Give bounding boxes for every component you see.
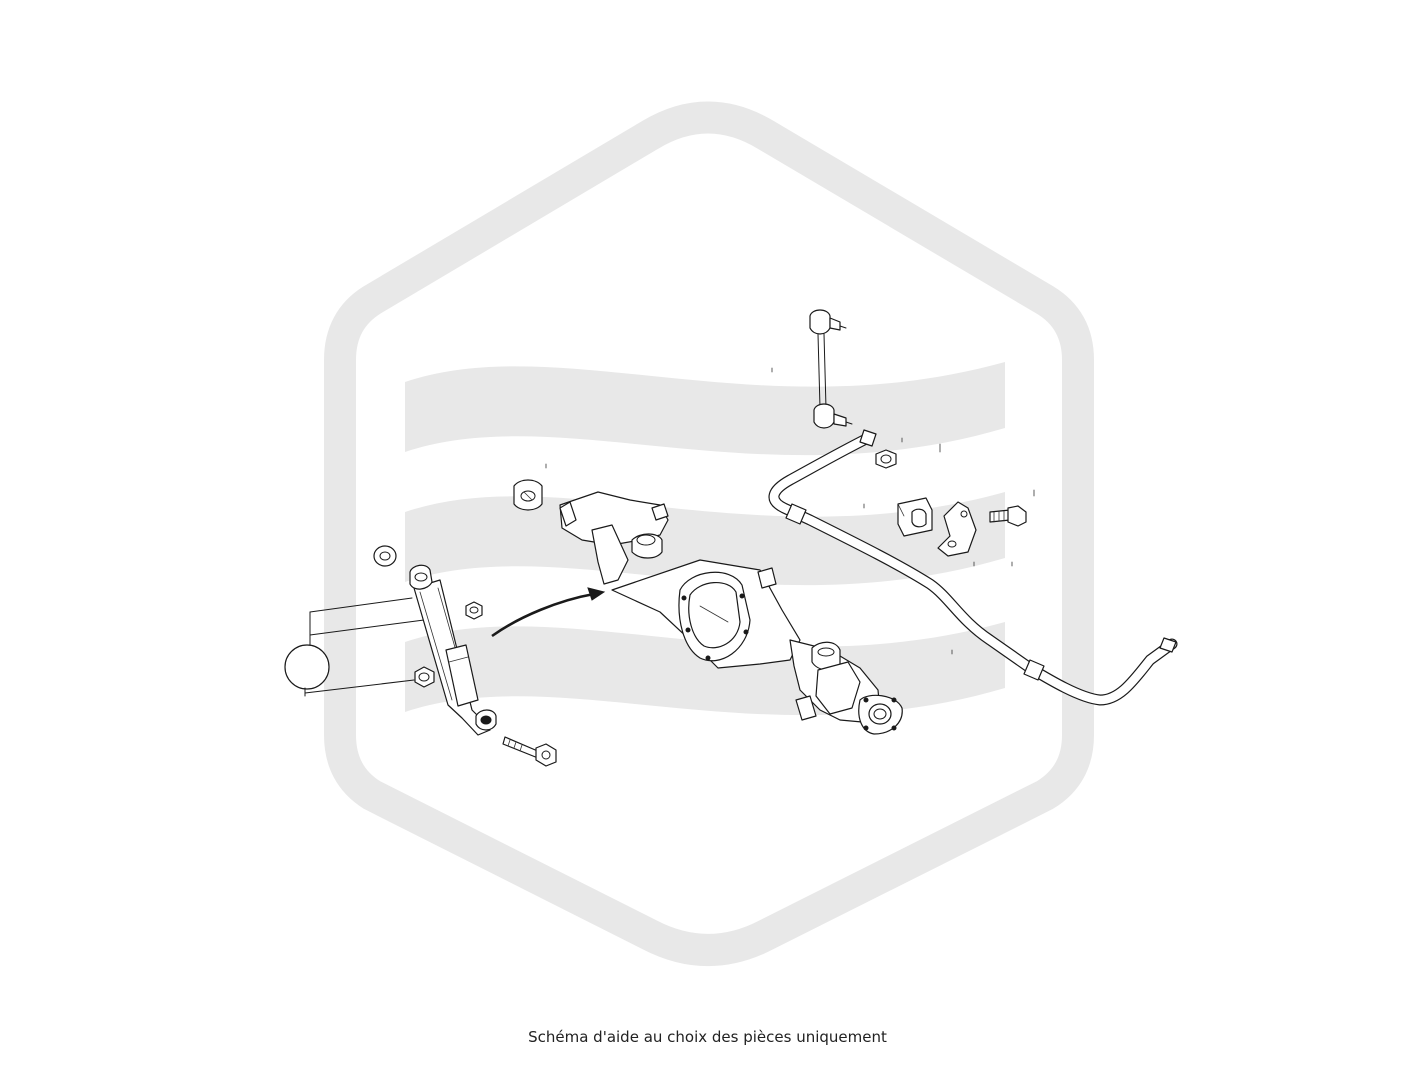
watermark-hexagon	[324, 101, 1094, 966]
watermark-logo	[324, 101, 1094, 966]
watermark-wave-top	[405, 362, 1005, 456]
stabilizer-bushing	[897, 497, 933, 537]
watermark-wave-middle	[405, 492, 1005, 586]
shock-upper-washer	[373, 545, 397, 567]
shock-nut-lower	[414, 666, 435, 688]
stabilizer-link	[809, 309, 853, 429]
diagram-caption: Schéma d'aide au choix des pièces unique…	[528, 1028, 887, 1046]
stabilizer-bracket	[937, 501, 977, 557]
rear-axle-housing	[559, 491, 903, 735]
shock-absorber	[409, 564, 497, 736]
shock-lower-bolt	[502, 736, 557, 767]
link-nut	[875, 449, 897, 469]
bracket-bolt	[989, 505, 1027, 527]
bump-stop	[513, 479, 543, 511]
stabilizer-bar	[768, 429, 1178, 706]
callout-circle	[284, 597, 425, 697]
shock-nut-upper	[465, 601, 483, 620]
scatter-ticks	[545, 367, 1035, 655]
direction-arrow	[491, 587, 606, 638]
